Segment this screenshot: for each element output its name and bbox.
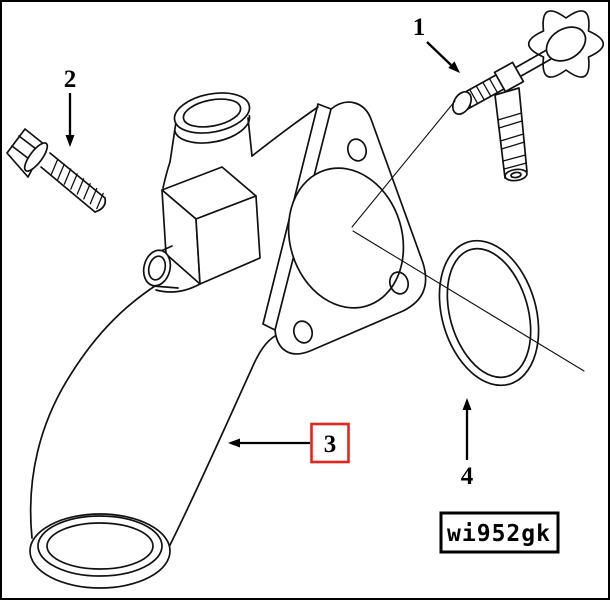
nipple-threads <box>462 78 498 108</box>
axis-line-seal <box>352 230 585 372</box>
valve-stem <box>514 49 552 78</box>
callout-1-label[interactable]: 1 <box>413 14 426 41</box>
bolt-part <box>6 128 107 213</box>
bolt-threads <box>50 158 104 210</box>
drain-valve-part <box>451 10 605 182</box>
pipe-left-edge <box>29 283 159 539</box>
callout-3-label[interactable]: 3 <box>324 431 337 458</box>
nipple-end <box>451 91 473 115</box>
bolt-tip <box>94 197 107 213</box>
neck-cap-outer <box>173 92 251 134</box>
outlet-boss <box>142 166 261 293</box>
mounting-flange <box>262 101 427 355</box>
callout-1-arrow <box>426 41 452 66</box>
callout-1-arrowhead <box>448 61 460 73</box>
boss-bottom-blend <box>155 283 201 293</box>
flange-bore-opening <box>287 167 405 309</box>
o-ring-outer <box>438 239 540 387</box>
callout-2-label[interactable]: 2 <box>64 66 77 93</box>
knob-hub <box>545 26 587 62</box>
elbow-pipe-part <box>29 92 427 589</box>
bolt-hole <box>292 320 314 344</box>
callout-3-arrowhead <box>228 438 240 448</box>
part-code-box <box>439 511 560 554</box>
barb-end-cap <box>504 168 528 182</box>
part-code-label: wi952gk <box>439 511 560 554</box>
assembly-axis-lines <box>351 100 585 372</box>
flange-bolt-holes <box>292 138 410 344</box>
callout-4[interactable]: 4 <box>461 398 474 490</box>
bolt-hole <box>346 138 368 162</box>
neck-cap-inner <box>182 98 242 128</box>
boss-right-face <box>195 195 261 285</box>
callout-1[interactable]: 1 <box>413 14 460 73</box>
outlet-tube-opening <box>147 255 167 281</box>
bolt-flange-washer <box>23 142 49 172</box>
pipe-right-edge <box>168 332 282 548</box>
part-code-text: wi952gk <box>447 521 551 547</box>
pipe-mouth <box>29 513 171 589</box>
callout-3[interactable]: 3 <box>228 422 350 464</box>
callout-4-label[interactable]: 4 <box>461 463 474 490</box>
bolt-hole <box>388 271 410 295</box>
valve-body-collar <box>493 61 525 93</box>
highlight-box[interactable] <box>310 422 350 464</box>
axis-line-valve <box>351 100 456 228</box>
o-ring-inner <box>446 247 532 379</box>
o-ring-seal-part <box>438 239 540 387</box>
barb-end-bore <box>510 171 522 179</box>
filler-neck <box>169 92 253 163</box>
callout-2[interactable]: 2 <box>64 66 77 147</box>
mouth-lip <box>37 515 163 577</box>
mouth-opening <box>46 522 154 570</box>
pipe-top-edge <box>162 106 319 189</box>
callout-2-arrowhead <box>65 135 75 147</box>
neck-lip-arc <box>173 114 251 144</box>
neck-sides <box>169 117 253 163</box>
callout-4-arrowhead <box>462 398 472 410</box>
hose-barb-ridges <box>497 112 528 170</box>
